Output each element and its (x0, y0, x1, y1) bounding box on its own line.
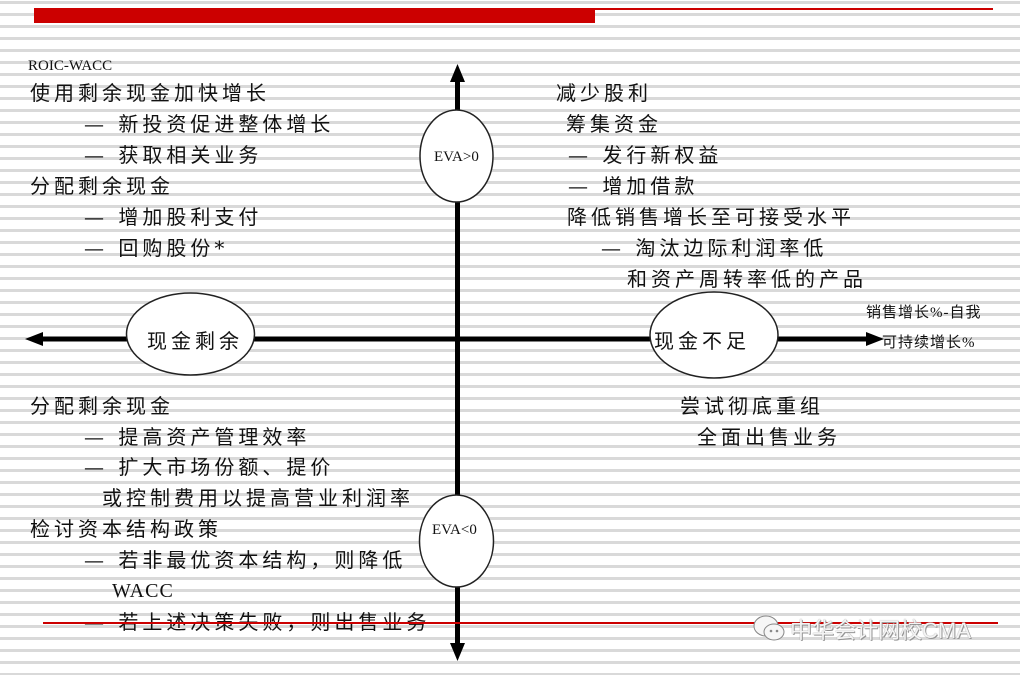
list-item: 或控制费用以提高营业利润率 (102, 486, 414, 510)
list-item: 筹集资金 (566, 112, 662, 136)
list-item: 和资产周转率低的产品 (627, 267, 867, 291)
list-item: 使用剩余现金加快增长 (30, 81, 270, 105)
list-item: 降低销售增长至可接受水平 (567, 205, 855, 229)
list-item: — 增加借款 (568, 174, 699, 198)
cash-shortage-node: 现金不足 (654, 329, 750, 353)
list-item: — 扩大市场份额、提价 (84, 455, 335, 479)
footer-accent-line (43, 622, 998, 624)
header-accent-line (595, 8, 993, 10)
list-item: — 若非最优资本结构，则降低 (84, 548, 407, 572)
wechat-icon (752, 614, 786, 644)
list-item: 分配剩余现金 (30, 394, 174, 418)
watermark-text: 中华会计网校CMA (790, 618, 971, 643)
list-item: 全面出售业务 (697, 425, 841, 449)
watermark: 中华会计网校CMA (752, 613, 971, 645)
list-item: — 回购股份* (84, 236, 229, 260)
list-item: — 发行新权益 (568, 143, 723, 167)
eva-positive-node: EVA>0 (434, 149, 479, 165)
list-item: — 增加股利支付 (84, 205, 263, 229)
list-item: 分配剩余现金 (30, 174, 174, 198)
y-axis-label: ROIC-WACC (28, 58, 113, 74)
list-item: WACC (112, 580, 174, 602)
list-item: — 淘汰边际利润率低 (601, 236, 828, 260)
eva-negative-node: EVA<0 (432, 522, 477, 538)
list-item: 减少股利 (556, 81, 652, 105)
x-axis-label-line2: 可持续增长% (882, 335, 976, 351)
list-item: — 提高资产管理效率 (84, 425, 311, 449)
list-item: — 新投资促进整体增长 (84, 112, 335, 136)
cash-surplus-node: 现金剩余 (147, 329, 243, 353)
header-accent-bar (34, 8, 595, 23)
list-item: 检讨资本结构政策 (30, 517, 222, 541)
list-item: — 获取相关业务 (84, 143, 263, 167)
list-item: 尝试彻底重组 (680, 394, 824, 418)
x-axis-label-line1: 销售增长%-自我 (866, 305, 982, 321)
